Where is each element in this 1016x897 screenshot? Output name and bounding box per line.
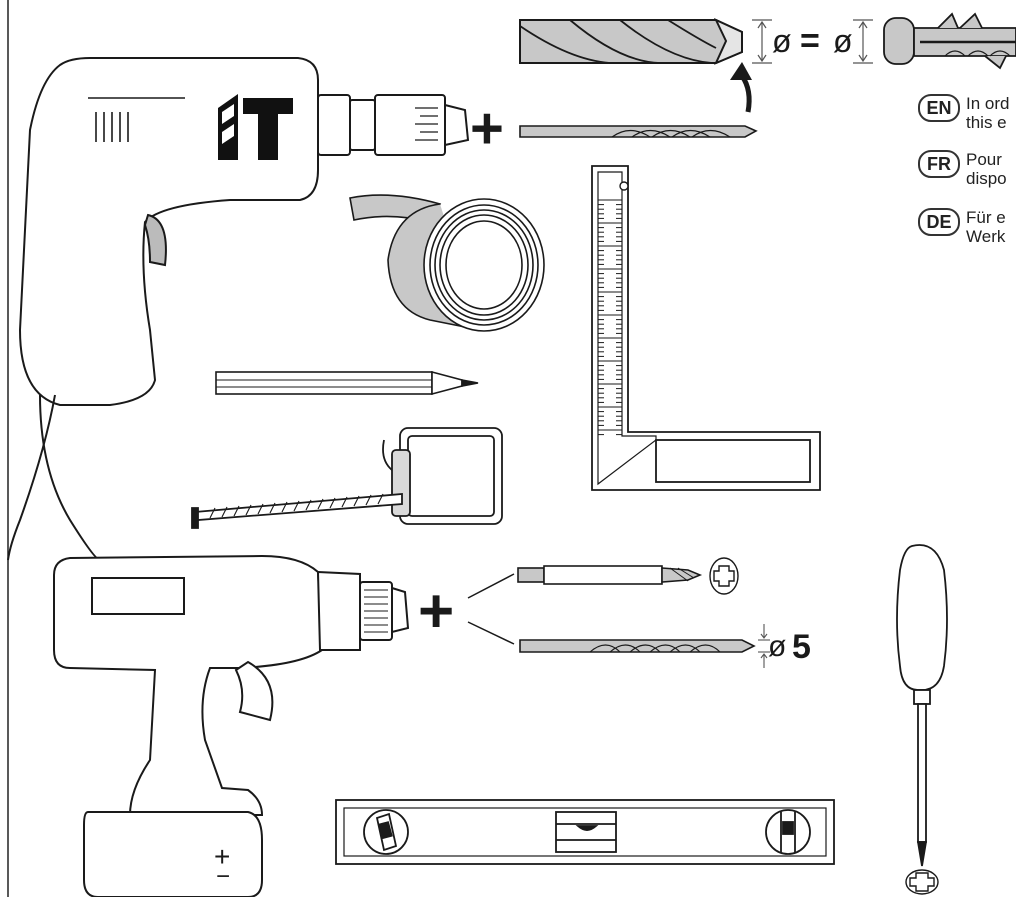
- diameter-dimension: [752, 19, 873, 64]
- diameter-symbol-left: ø: [772, 23, 792, 59]
- bit-size-value: 5: [792, 628, 811, 666]
- battery-plus: +: [214, 841, 230, 872]
- screwdriver-icon: [896, 544, 948, 867]
- language-text-fr-line1: Pour: [966, 150, 1002, 169]
- language-badge-de: DE: [918, 208, 960, 236]
- equals-sign: =: [800, 22, 820, 60]
- language-row-de: DE Für e Werk: [918, 208, 1006, 246]
- language-text-de-line1: Für e: [966, 208, 1006, 227]
- tape-roll-icon: [349, 194, 545, 332]
- drill-bit-icon: [519, 125, 758, 138]
- language-text-de-line2: Werk: [966, 227, 1006, 246]
- plus-sign-2: +: [418, 577, 454, 646]
- battery-minus: −: [216, 863, 230, 890]
- drill-bit-5mm-icon: [519, 639, 756, 653]
- language-row-fr: FR Pour dispo: [918, 150, 1007, 188]
- masonry-bit-icon: [519, 17, 743, 65]
- phillips-head-icon-2: [905, 869, 939, 895]
- language-text-en: In ord this e: [966, 94, 1009, 132]
- cordless-drill-icon: [53, 554, 410, 897]
- language-badge-en: EN: [918, 94, 960, 122]
- language-badge-fr: FR: [918, 150, 960, 178]
- language-text-en-line2: this e: [966, 113, 1007, 132]
- arrow-up-icon: [730, 62, 752, 113]
- phillips-bit-icon: [517, 565, 703, 585]
- pencil-icon: [215, 370, 479, 396]
- bit-size-symbol: ø: [768, 630, 786, 663]
- language-text-fr-line2: dispo: [966, 169, 1007, 188]
- bit-size-dimension: [758, 624, 770, 668]
- language-row-en: EN In ord this e: [918, 94, 1009, 132]
- logo-mark: [218, 94, 293, 160]
- language-text-fr: Pour dispo: [966, 150, 1007, 188]
- tape-measure-icon: [191, 427, 503, 529]
- plus-sign: +: [470, 96, 504, 161]
- spirit-level-icon: [335, 799, 835, 865]
- corded-drill-icon: [7, 57, 470, 561]
- phillips-head-icon: [709, 557, 739, 595]
- language-text-de: Für e Werk: [966, 208, 1006, 246]
- language-text-en-line1: In ord: [966, 94, 1010, 113]
- try-square-icon: [591, 165, 821, 491]
- wall-plug-icon: [883, 12, 1016, 70]
- diameter-symbol-right: ø: [833, 23, 853, 59]
